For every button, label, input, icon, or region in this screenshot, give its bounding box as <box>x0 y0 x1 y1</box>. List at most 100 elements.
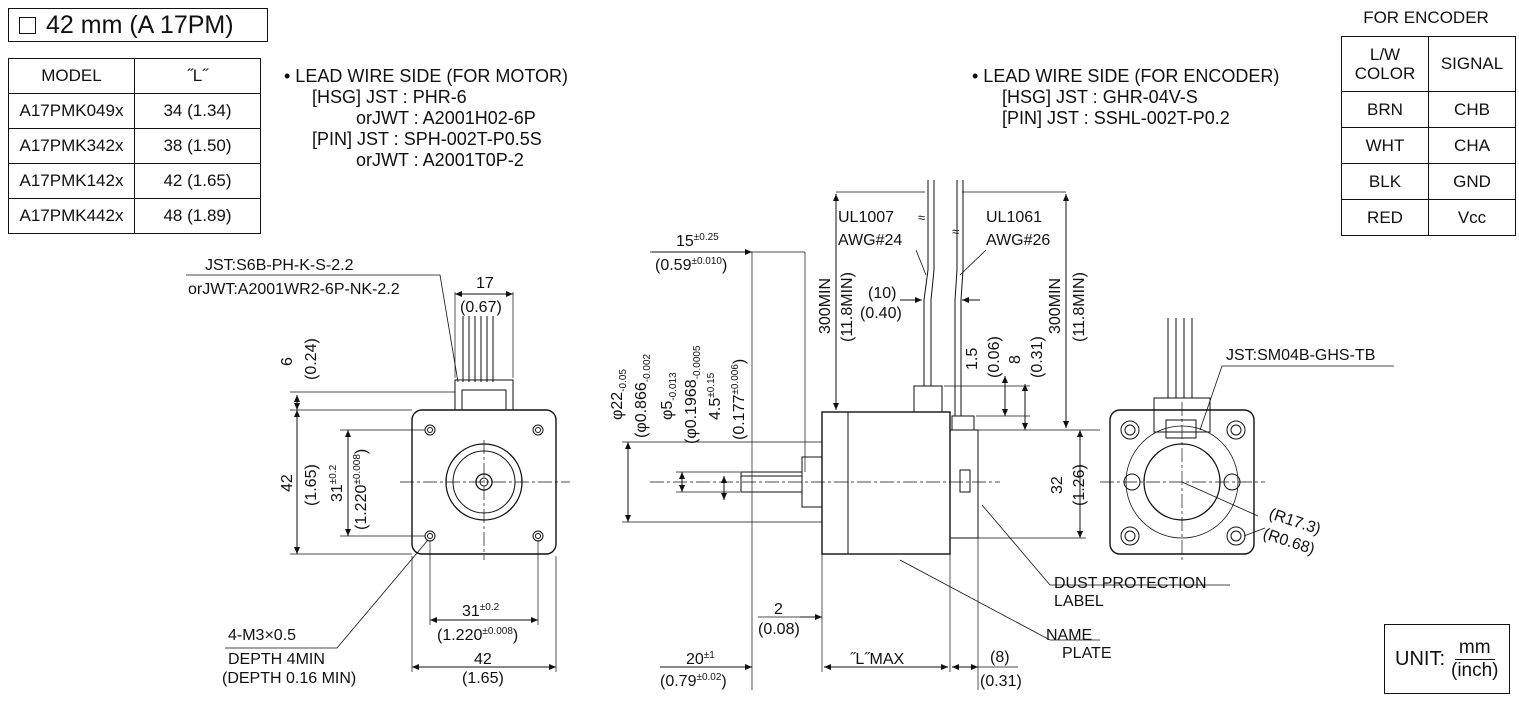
signal-cell: GND <box>1428 163 1516 200</box>
dim-31-vertical: 31±0.2 <box>328 464 346 502</box>
dim-31-horizontal-inch: (1.220±0.008) <box>437 626 518 644</box>
dim-42-horizontal-inch: (1.65) <box>462 670 504 687</box>
dim-17: 17 <box>476 275 494 292</box>
dim-8-bottom: (8) <box>990 649 1010 666</box>
dim-32-inch: (1.26) <box>1071 464 1088 506</box>
encoder-table-header: L/W COLOR SIGNAL <box>1341 36 1516 92</box>
color-cell: RED <box>1341 199 1429 236</box>
lead-length-encoder: 300MIN <box>1047 278 1064 334</box>
dim-32: 32 <box>1049 476 1066 494</box>
rear-view <box>1100 318 1394 560</box>
dim-31-vertical-inch: (1.220±0.008) <box>352 449 370 530</box>
dim-8-inch: (0.31) <box>1029 336 1046 378</box>
dim-20: 20±1 <box>686 650 715 668</box>
signal-cell: CHA <box>1428 127 1516 164</box>
name-plate-label: NAME <box>1046 627 1092 644</box>
dim-8-bottom-inch: (0.31) <box>980 673 1022 690</box>
model-header: MODEL <box>8 58 135 94</box>
signal-cell: CHB <box>1428 91 1516 128</box>
unit-mm: mm <box>1454 637 1495 660</box>
motor-lead-title: • LEAD WIRE SIDE (FOR MOTOR) <box>284 66 568 86</box>
side-view <box>622 180 1230 690</box>
length-cell: 38 (1.50) <box>134 128 261 164</box>
lead-length-motor-inch: (11.8MIN) <box>839 272 856 342</box>
dim-42-vertical: 42 <box>279 474 296 492</box>
motor-lead-line: [PIN] JST : SPH-002T-P0.5S <box>312 129 542 149</box>
length-cell: 42 (1.65) <box>134 163 261 199</box>
dim-15-inch: (0.59±0.010) <box>655 256 727 274</box>
encoder-lead-title: • LEAD WIRE SIDE (FOR ENCODER) <box>972 66 1280 86</box>
model-cell: A17PMK142x <box>8 163 135 199</box>
color-header: L/W COLOR <box>1341 36 1429 92</box>
encoder-connector-label: JST:SM04B-GHS-TB <box>1226 347 1375 364</box>
front-connector-alt-label: orJWT:A2001WR2-6P-NK-2.2 <box>188 281 400 298</box>
dust-label-2: LABEL <box>1054 593 1104 610</box>
wire-ul1007: UL1007 <box>838 209 894 226</box>
encoder-lead-line: [HSG] JST : GHR-04V-S <box>1002 87 1198 107</box>
encoder-lead-line: [PIN] JST : SSHL-002T-P0.2 <box>1002 108 1230 128</box>
model-cell: A17PMK442x <box>8 198 135 234</box>
wire-break-symbol: ≈ <box>918 210 925 225</box>
dim-phi22-inch: (φ0.866-0.002 <box>633 353 653 438</box>
square-symbol-icon <box>19 16 36 34</box>
dim-1-5-inch: (0.06) <box>986 336 1003 378</box>
wire-break-symbol: ≈ <box>952 224 959 239</box>
drawing-title: 42 mm (A 17PM) <box>8 8 268 42</box>
wire-awg24: AWG#24 <box>838 232 902 249</box>
wire-ul1061: UL1061 <box>986 209 1042 226</box>
dim-8: 8 <box>1007 355 1024 364</box>
dim-phi5-inch: (φ0.1968-0.0005 <box>683 345 703 444</box>
dim-15: 15±0.25 <box>676 232 719 250</box>
dim-phi5: φ5-0.013 <box>659 372 679 420</box>
length-cell: 48 (1.89) <box>134 198 261 234</box>
thread-label: 4-M3×0.5 <box>228 627 296 644</box>
dim-20-inch: (0.79±0.02) <box>660 672 727 690</box>
dim-4-5-inch: (0.177±0.006) <box>730 359 748 440</box>
dim-42-horizontal: 42 <box>474 651 492 668</box>
motor-lead-line: [HSG] JST : PHR-6 <box>312 87 467 107</box>
encoder-lead-wire-notes: • LEAD WIRE SIDE (FOR ENCODER) [HSG] JST… <box>972 66 1279 129</box>
dim-2-inch: (0.08) <box>758 621 800 638</box>
unit-inch: (inch) <box>1451 659 1499 681</box>
dim-phi22: φ22-0.05 <box>609 369 629 420</box>
signal-cell: Vcc <box>1428 199 1516 236</box>
dim-1-5: 1.5 <box>964 348 981 370</box>
dim-2: 2 <box>774 601 783 618</box>
dim-42-vertical-inch: (1.65) <box>303 464 320 506</box>
thread-depth-label: DEPTH 4MIN <box>228 651 325 668</box>
unit-label: UNIT: <box>1395 647 1445 670</box>
dim-10-inch: (0.40) <box>860 305 902 322</box>
thread-depth-inch-label: (DEPTH 0.16 MIN) <box>222 670 356 687</box>
motor-connector <box>454 379 514 411</box>
drawing-title-text: 42 mm (A 17PM) <box>46 10 234 39</box>
motor-lead-line: orJWT : A2001H02-6P <box>356 108 536 128</box>
color-cell: WHT <box>1341 127 1429 164</box>
dim-17-inch: (0.67) <box>460 299 502 316</box>
motor-lead-wire-notes: • LEAD WIRE SIDE (FOR MOTOR) [HSG] JST :… <box>284 66 568 171</box>
dim-6: 6 <box>279 357 296 366</box>
dim-4-5: 4.5±0.15 <box>706 372 724 420</box>
dim-31-horizontal: 31±0.2 <box>462 602 500 620</box>
dim-10: (10) <box>868 285 896 302</box>
name-plate-label-2: PLATE <box>1062 645 1112 662</box>
front-connector-label: JST:S6B-PH-K-S-2.2 <box>205 257 354 274</box>
encoder-cover <box>949 429 979 539</box>
lead-length-encoder-inch: (11.8MIN) <box>1071 272 1088 342</box>
front-view <box>186 274 570 672</box>
unit-box: UNIT: mm (inch) <box>1384 624 1510 694</box>
motor-body-outline <box>821 411 951 555</box>
encoder-table-title: FOR ENCODER <box>1363 8 1489 27</box>
model-cell: A17PMK049x <box>8 93 135 129</box>
wire-awg26: AWG#26 <box>986 232 1050 249</box>
motor-lead-line: orJWT : A2001T0P-2 <box>356 150 524 170</box>
signal-header: SIGNAL <box>1428 36 1516 92</box>
dim-6-inch: (0.24) <box>303 338 320 380</box>
lead-length-motor: 300MIN <box>817 278 834 334</box>
